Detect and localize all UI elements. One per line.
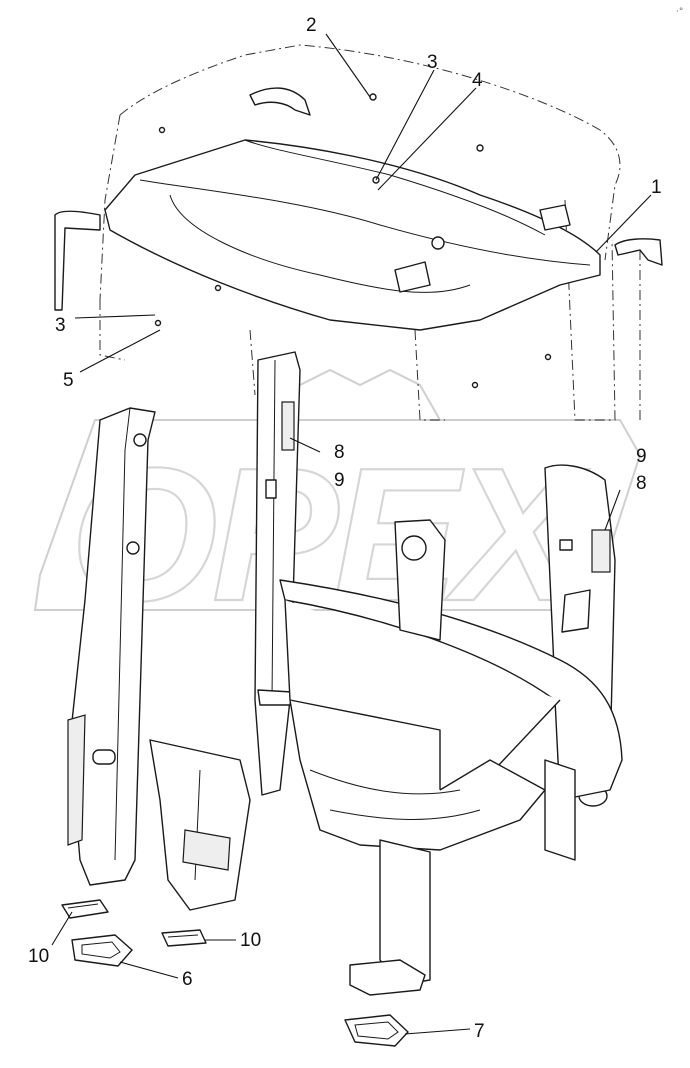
- callout-4: 4: [472, 70, 483, 91]
- callout-2: 2: [306, 15, 317, 36]
- callout-9-center: 9: [334, 470, 345, 491]
- callout-3-left: 3: [55, 315, 66, 336]
- callout-7: 7: [474, 1021, 485, 1042]
- center-pillar-trim: [254, 351, 301, 796]
- corner-mark: ·°: [676, 7, 683, 17]
- callout-10-left: 10: [28, 946, 49, 967]
- leader-lines: [51, 33, 652, 1035]
- callout-5: 5: [63, 370, 74, 391]
- callout-8-right: 8: [636, 473, 647, 494]
- seal-gasket-7: [344, 1014, 409, 1047]
- seal-gasket-10-left: [61, 899, 109, 919]
- callout-9-right: 9: [636, 446, 647, 467]
- seal-gasket-6: [71, 934, 133, 967]
- callout-8-center: 8: [334, 442, 345, 463]
- callout-3-top: 3: [427, 52, 438, 73]
- callout-1: 1: [651, 177, 662, 198]
- left-pillar-trim: [67, 407, 156, 886]
- roof-phantom-outline: [54, 44, 663, 421]
- seal-gasket-10-right: [161, 929, 207, 947]
- lower-left-duct: [149, 739, 251, 911]
- callout-6: 6: [182, 969, 193, 990]
- rear-panel-floor-assembly: [279, 519, 623, 986]
- headliner-panel: [104, 93, 601, 389]
- callout-labels: 2 3 4 1 3 5 8 9 9 8 10 10 6 7: [28, 15, 662, 1042]
- callout-10-right: 10: [240, 930, 261, 951]
- lower-center-duct: [349, 959, 426, 996]
